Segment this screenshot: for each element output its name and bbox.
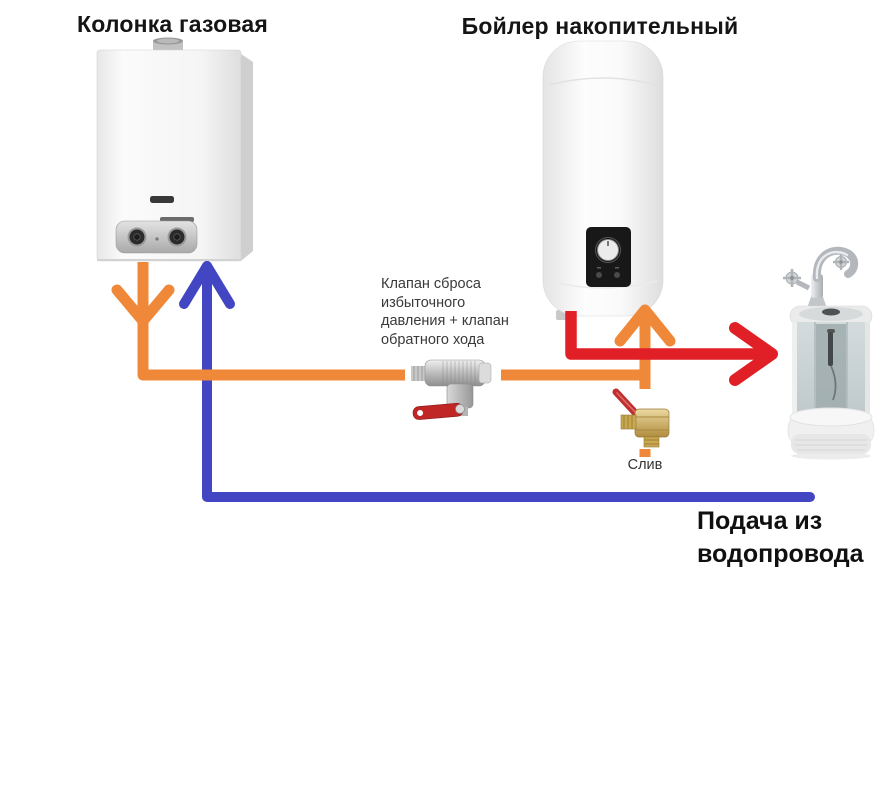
vent-slot-icon [150, 196, 174, 203]
drain-label: Слив [627, 457, 663, 473]
hot-water-pipe [565, 311, 762, 360]
shower-fixture-icon [827, 329, 837, 401]
gas-heater-title: Колонка газовая [76, 11, 269, 37]
faucet-handle-icon [783, 269, 811, 291]
drain-valve-image [605, 388, 695, 448]
thermostat-panel-icon [586, 227, 631, 287]
water-supply-label: Подача из водопровода [697, 505, 864, 571]
water-supply-label-line2: водопровода [697, 540, 864, 568]
storage-boiler-image [542, 40, 664, 320]
relief-valve-label: Клапан сброса избыточного давления + кла… [381, 276, 509, 348]
control-panel-icon [115, 217, 198, 254]
warm-water-pipe-left [137, 262, 410, 381]
boiler-title: Бойлер накопительный [461, 13, 739, 39]
cold-water-arrowhead [179, 261, 235, 309]
hot-water-arrowhead [729, 322, 778, 386]
cold-water-pipe [202, 261, 815, 502]
gas-water-heater-image [96, 37, 253, 262]
relief-valve-lever-icon [412, 402, 464, 420]
warm-water-down-arrowhead [111, 284, 175, 327]
water-supply-label-line1: Подача из [697, 507, 823, 535]
warm-water-up-arrowhead [614, 304, 676, 347]
faucet-handle-icon [833, 254, 849, 270]
shower-cabin-image [787, 305, 875, 460]
safety-relief-valve-image [405, 350, 501, 438]
